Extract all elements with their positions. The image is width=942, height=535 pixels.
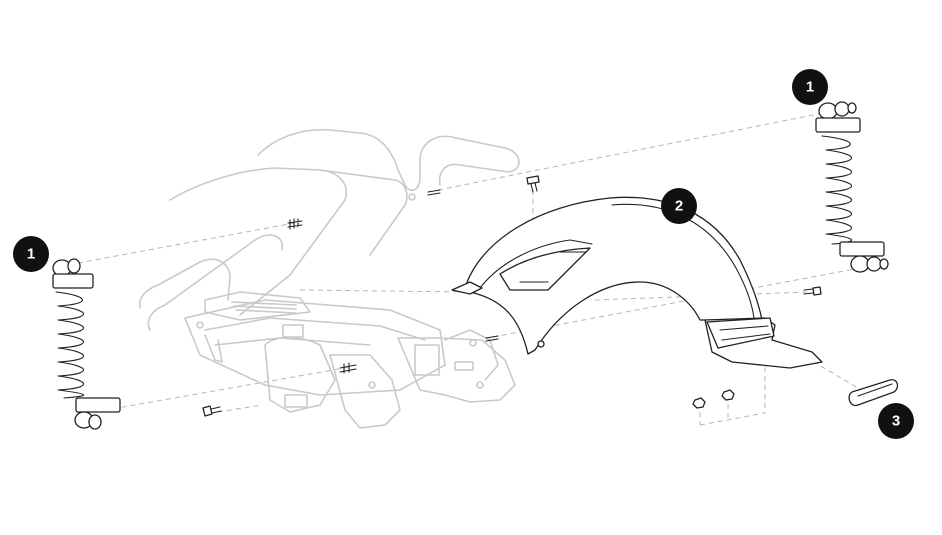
callout-badge bbox=[661, 188, 697, 224]
swingarm-bracket-center bbox=[329, 354, 401, 429]
swingarm-block bbox=[282, 324, 304, 338]
reflector-lens-line bbox=[857, 383, 893, 397]
frame-leg bbox=[204, 334, 223, 363]
stud-icon bbox=[339, 362, 357, 374]
shock-top-cap bbox=[815, 117, 861, 133]
fender-inner-edge bbox=[479, 239, 593, 289]
bolt-hole bbox=[476, 381, 484, 389]
shock-eye-bottom-bushing bbox=[88, 414, 102, 430]
swingarm-body bbox=[184, 299, 446, 396]
right-shock-absorber bbox=[815, 101, 889, 273]
shock-eye-top-bushing bbox=[847, 102, 857, 114]
leader-line bbox=[699, 412, 766, 426]
fender-tail-line bbox=[719, 325, 771, 341]
shock-spring bbox=[821, 135, 853, 245]
leader-line bbox=[94, 366, 351, 413]
swingarm-window bbox=[414, 344, 440, 376]
shock-eye-top-bushing bbox=[834, 101, 850, 117]
stud-icon bbox=[287, 218, 303, 230]
callout-rear-fender: 2 bbox=[661, 188, 697, 224]
rear-fender bbox=[451, 196, 823, 369]
frame-tube-rail bbox=[169, 167, 347, 316]
bolt-hole bbox=[469, 339, 477, 347]
callout-badge bbox=[878, 403, 914, 439]
reflector-body bbox=[848, 379, 899, 407]
callout-label: 2 bbox=[675, 198, 683, 215]
callout-badge bbox=[792, 69, 828, 105]
shock-bottom-cap bbox=[839, 241, 885, 257]
nut-icon bbox=[721, 389, 735, 401]
shock-eye-top-bushing bbox=[67, 258, 81, 274]
swingarm-bracket-right bbox=[397, 337, 516, 403]
fender-rim-line bbox=[611, 203, 755, 319]
fender-inner-panel bbox=[499, 247, 591, 291]
bolt-hole bbox=[408, 193, 416, 201]
left-shock-absorber bbox=[52, 258, 121, 430]
callout-label: 3 bbox=[892, 413, 900, 430]
swingarm-inner bbox=[204, 317, 426, 346]
reflector bbox=[848, 379, 899, 407]
leader-line bbox=[299, 289, 471, 293]
bolt-shank bbox=[803, 288, 814, 295]
frame-tube-cross bbox=[147, 234, 284, 331]
callout-label: 1 bbox=[806, 79, 814, 96]
stud-icon bbox=[485, 335, 499, 342]
fender-tail-block bbox=[706, 317, 775, 349]
bolt-shank bbox=[210, 406, 222, 414]
frame-bracket-top bbox=[204, 291, 311, 321]
shock-bottom-cap bbox=[75, 397, 121, 413]
bolt-icon bbox=[526, 175, 540, 185]
callout-group: 1 1 2 3 bbox=[13, 69, 914, 439]
callout-left-shock: 1 bbox=[13, 236, 49, 272]
swingarm-slot bbox=[454, 361, 474, 371]
shock-eye-bottom-bushing bbox=[879, 258, 889, 270]
stud-icon bbox=[427, 189, 441, 196]
nut-icon bbox=[692, 397, 706, 409]
leader-line bbox=[437, 111, 829, 191]
frame-studs bbox=[287, 189, 499, 374]
callout-right-shock: 1 bbox=[792, 69, 828, 105]
shock-eye-bottom bbox=[850, 255, 870, 273]
swingarm-bracket-left bbox=[264, 336, 336, 413]
callout-badge bbox=[13, 236, 49, 272]
bolt-hole bbox=[368, 381, 376, 389]
leader-line bbox=[77, 221, 301, 264]
ribbed-pad bbox=[231, 301, 297, 314]
fender-inner-line bbox=[519, 251, 586, 283]
frame-stay bbox=[319, 169, 408, 256]
fender-front-tab bbox=[451, 281, 483, 295]
fasteners bbox=[202, 175, 822, 417]
ghost-frame-assembly bbox=[138, 128, 520, 429]
frame-tube-upper bbox=[257, 128, 520, 192]
bolt-hole bbox=[196, 321, 204, 329]
callout-label: 1 bbox=[27, 246, 35, 263]
bolt-icon bbox=[202, 405, 213, 417]
shock-spring bbox=[55, 291, 85, 399]
swingarm-pad bbox=[284, 394, 308, 408]
fender-mount-hole bbox=[537, 340, 545, 348]
shock-eye-top bbox=[818, 102, 838, 120]
frame-tube-front bbox=[138, 258, 231, 309]
bolt-shank bbox=[530, 182, 538, 193]
callout-reflector: 3 bbox=[878, 403, 914, 439]
shock-eye-bottom-bushing bbox=[866, 256, 882, 272]
shock-top-cap bbox=[52, 273, 94, 289]
leader-line bbox=[217, 404, 263, 413]
bolt-icon bbox=[812, 286, 822, 296]
